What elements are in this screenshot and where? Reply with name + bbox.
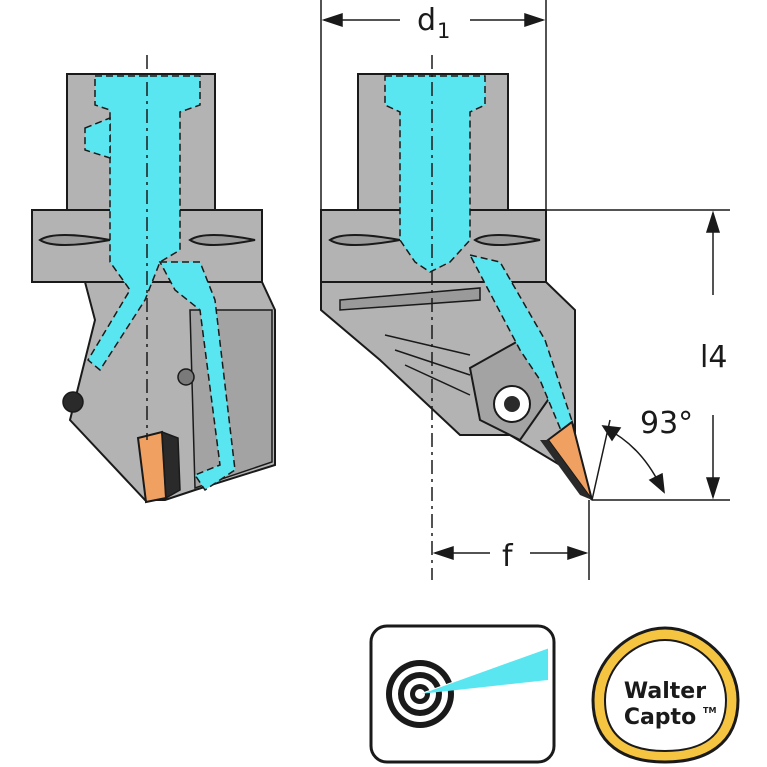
dimension-l4 [546,209,730,501]
logo-line-walter: Walter [624,679,706,704]
dimension-d1 [320,0,547,210]
l4-label: l4 [700,340,727,375]
internal-coolant-icon [369,624,556,764]
dimension-angle [591,419,665,501]
logo-trademark: TM [703,706,716,715]
d1-subscript: 1 [437,19,450,43]
logo-line-capto: Capto [624,705,696,730]
angle-label: 93° [640,406,693,441]
walter-capto-logo: Walter Capto TM [591,626,740,764]
side-view-holder [31,55,276,504]
front-view-holder [320,55,593,580]
d1-label: d [417,3,436,38]
f-label: f [502,539,514,574]
dimension-f [432,500,590,580]
